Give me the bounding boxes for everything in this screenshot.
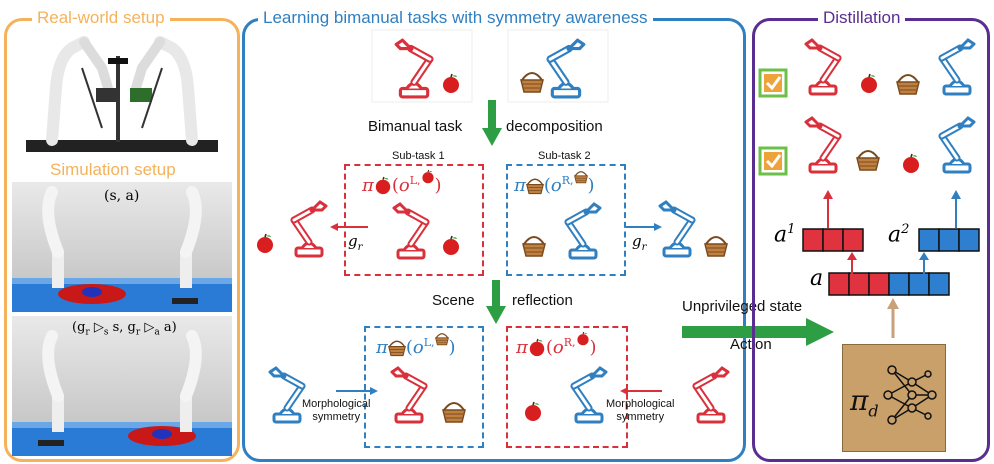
reflected-subtask-1-scene bbox=[384, 360, 466, 436]
morph-arrow-right bbox=[620, 387, 662, 395]
gr-arrow-left bbox=[330, 223, 368, 231]
subtask-2-reflected-scene bbox=[650, 194, 728, 266]
pi-d-label: πd bbox=[850, 384, 879, 421]
action-label: Action bbox=[730, 336, 772, 353]
reflected-subtask-2-box bbox=[506, 326, 628, 448]
learning-title: Learning bimanual tasks with symmetry aw… bbox=[258, 8, 653, 28]
morph-label-left: Morphological symmetry bbox=[302, 398, 371, 423]
distill-row-2 bbox=[758, 108, 986, 176]
reflection-label-right: reflection bbox=[512, 292, 573, 309]
simulation-image-1 bbox=[12, 182, 232, 312]
a1-up-arrow bbox=[823, 190, 833, 228]
subtask-1-box bbox=[344, 164, 484, 276]
real-world-photo bbox=[12, 28, 232, 156]
reflection-label-left: Scene bbox=[432, 292, 475, 309]
a1-vector bbox=[802, 228, 864, 252]
a-to-a1-arrow bbox=[847, 252, 857, 274]
unprivileged-state-label: Unprivileged state bbox=[682, 298, 803, 315]
subtask-2-scene bbox=[522, 196, 616, 268]
gr-label-left: gr bbox=[348, 232, 363, 253]
distill-big-arrow bbox=[682, 318, 834, 346]
a2-up-arrow bbox=[951, 190, 961, 228]
reflected-subtask-1-policy: π(oL,) bbox=[376, 332, 456, 358]
subtask-2-policy: π(oR,) bbox=[514, 170, 595, 196]
subtask-2-label: Sub-task 2 bbox=[538, 150, 591, 162]
subtask-1-reflected-scene bbox=[256, 194, 342, 266]
gr-arrow-right bbox=[626, 223, 662, 231]
decomposition-label-left: Bimanual task bbox=[368, 118, 463, 135]
sim-label-s-a: (s, a) bbox=[104, 188, 140, 204]
reflection-arrow bbox=[486, 280, 506, 324]
network-icon bbox=[883, 365, 937, 425]
decomposition-label-right: decomposition bbox=[506, 118, 603, 135]
a-vector bbox=[828, 272, 950, 296]
sim-label-reflected: (gr ▷s s, gr ▷a a) bbox=[72, 320, 177, 338]
a1-label: a1 bbox=[774, 222, 796, 248]
decomposition-arrow bbox=[482, 100, 502, 146]
a-to-a2-arrow bbox=[919, 252, 929, 274]
morph-arrow-left bbox=[336, 387, 378, 395]
top-robots-scene bbox=[371, 29, 609, 103]
subtask-1-label: Sub-task 1 bbox=[392, 150, 445, 162]
reflected-subtask-2-scene bbox=[524, 360, 618, 436]
net-to-a-arrow bbox=[887, 298, 899, 338]
subtask-1-scene bbox=[386, 196, 460, 268]
distill-row-1 bbox=[758, 30, 986, 98]
gr-label-right: gr bbox=[632, 232, 647, 253]
simulation-title: Simulation setup bbox=[50, 160, 176, 179]
morph-label-right: Morphological symmetry bbox=[606, 398, 675, 423]
reflected-subtask-2-policy: π(oR,) bbox=[516, 331, 597, 358]
a2-label: a2 bbox=[888, 222, 910, 248]
real-world-title: Real-world setup bbox=[32, 8, 170, 28]
reflected-subtask-1-box bbox=[364, 326, 484, 448]
distillation-title: Distillation bbox=[818, 8, 906, 28]
subtask-1-policy: π(oL,) bbox=[362, 169, 442, 196]
simulation-image-2 bbox=[12, 316, 232, 456]
subtask-2-box bbox=[506, 164, 626, 276]
a-label: a bbox=[810, 266, 824, 291]
a2-vector bbox=[918, 228, 980, 252]
